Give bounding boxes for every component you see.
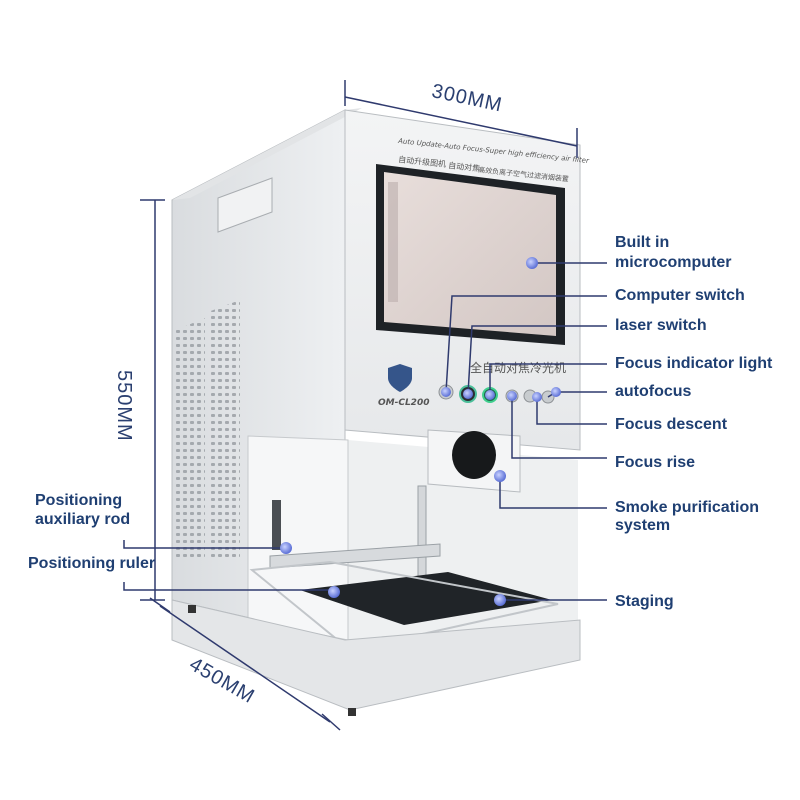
machine: Auto Update-Auto Focus-Super high effici… xyxy=(171,108,590,716)
dot-focus-descent xyxy=(532,392,542,402)
dim-height-label: 550MM xyxy=(113,370,135,442)
dim-width-label: 300MM xyxy=(430,80,505,116)
callouts-left xyxy=(123,540,334,591)
foot-right xyxy=(348,708,356,716)
screen-desktop-icons xyxy=(388,182,398,302)
chamber-left-window xyxy=(247,435,349,641)
label-built-in-2: microcomputer xyxy=(615,254,731,271)
label-focus-rise: Focus rise xyxy=(615,454,695,471)
dot-computer-switch xyxy=(441,387,451,397)
side-vent-grid-right xyxy=(208,300,240,560)
smoke-unit-fan xyxy=(452,431,496,479)
side-vent-slot xyxy=(217,177,273,233)
dot-ruler xyxy=(328,586,340,598)
label-smoke-2: system xyxy=(615,517,670,534)
staging-platform xyxy=(300,572,552,625)
screen-display xyxy=(384,172,556,336)
callout-dots xyxy=(441,257,561,606)
dot-autofocus xyxy=(551,387,561,397)
label-focus-descent: Focus descent xyxy=(615,416,728,433)
foot-left xyxy=(188,605,196,613)
label-smoke-1: Smoke purification xyxy=(615,499,759,516)
machine-base xyxy=(171,599,581,711)
dot-focus-indicator xyxy=(485,390,495,400)
model-label: OM-CL200 xyxy=(378,398,429,408)
positioning-arm xyxy=(269,543,441,569)
front-title: 全自动对焦冷光机 xyxy=(470,360,566,375)
label-rod-2: auxiliary rod xyxy=(35,511,130,528)
dot-laser-switch xyxy=(463,389,473,399)
label-ruler: Positioning ruler xyxy=(28,555,155,572)
label-rod-1: Positioning xyxy=(35,492,122,509)
staging-base xyxy=(249,560,559,652)
dot-microcomputer xyxy=(526,257,538,269)
label-autofocus: autofocus xyxy=(615,383,692,400)
label-staging: Staging xyxy=(615,593,674,610)
callouts-right xyxy=(445,262,607,601)
dot-smoke xyxy=(494,470,506,482)
panel-text-2: 自动对焦 xyxy=(448,160,481,173)
brand-logo xyxy=(388,364,412,392)
aux-rod xyxy=(272,500,281,550)
shield-icon xyxy=(388,364,412,392)
dot-staging xyxy=(494,594,506,606)
label-laser-switch: laser switch xyxy=(615,317,707,334)
label-focus-indicator: Focus indicator light xyxy=(615,355,773,372)
dot-focus-rise xyxy=(507,391,517,401)
dot-aux-rod xyxy=(280,542,292,554)
top-panel xyxy=(172,108,362,200)
label-computer-switch: Computer switch xyxy=(615,287,745,304)
side-vent-grid-left xyxy=(176,318,205,560)
label-built-in-1: Built in xyxy=(615,234,669,251)
dimension-height: 550MM xyxy=(113,199,165,601)
